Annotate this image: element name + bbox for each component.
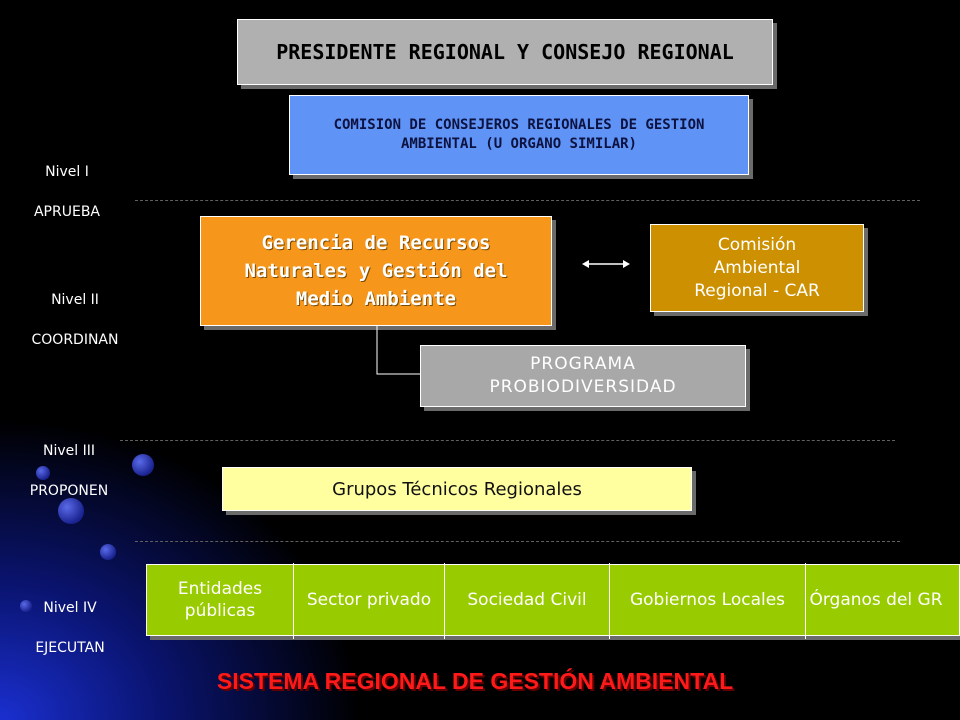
gerencia-label: Gerencia de Recursos Naturales y Gestión… (244, 232, 508, 310)
gerencia-box: Gerencia de Recursos Naturales y Gestión… (200, 216, 552, 326)
executor-separator (805, 563, 806, 639)
level-1-label: Nivel I APRUEBA (12, 142, 122, 242)
level-action: EJECUTAN (35, 640, 105, 656)
level-divider (135, 541, 900, 542)
level-action: APRUEBA (33, 204, 101, 220)
connector-line (376, 326, 425, 375)
level-action: PROPONEN (29, 483, 109, 499)
decorative-bubble (36, 466, 50, 480)
executor-separator (293, 563, 294, 639)
presidente-regional-box: PRESIDENTE REGIONAL Y CONSEJO REGIONAL (237, 19, 773, 85)
level-name: Nivel II (51, 292, 99, 308)
comision-ambiental-label: Comisión Ambiental Regional - CAR (694, 234, 820, 301)
footer-title: SISTEMA REGIONAL DE GESTIÓN AMBIENTAL (216, 668, 734, 694)
level-name: Nivel I (45, 164, 89, 180)
executor-item: Gobiernos Locales (629, 590, 786, 610)
comision-ambiental-box: Comisión Ambiental Regional - CAR (650, 224, 864, 312)
level-divider (135, 200, 920, 201)
programa-box: PROGRAMA PROBIODIVERSIDAD (420, 345, 746, 407)
executor-item: Órganos del GR (809, 590, 943, 610)
comision-consejeros-label: COMISION DE CONSEJEROS REGIONALES DE GES… (333, 117, 705, 152)
double-arrow-icon (582, 260, 630, 268)
grupos-tecnicos-label: Grupos Técnicos Regionales (332, 478, 582, 500)
grupos-tecnicos-box: Grupos Técnicos Regionales (222, 467, 692, 511)
executor-separator (444, 563, 445, 639)
decorative-bubble (132, 454, 154, 476)
executor-item: Sociedad Civil (467, 590, 587, 610)
executor-item: Sector privado (306, 590, 432, 610)
level-2-label: Nivel II COORDINAN (20, 270, 130, 370)
executors-bar: Entidades públicas Sector privado Socied… (146, 563, 960, 639)
decorative-bubble (20, 600, 32, 612)
presidente-regional-label: PRESIDENTE REGIONAL Y CONSEJO REGIONAL (276, 40, 734, 64)
level-3-label: Nivel III PROPONEN (14, 421, 124, 521)
level-divider (120, 440, 895, 441)
decorative-bubble (58, 498, 84, 524)
comision-consejeros-box: COMISION DE CONSEJEROS REGIONALES DE GES… (289, 95, 749, 175)
level-action: COORDINAN (31, 332, 119, 348)
executor-separator (609, 563, 610, 639)
level-4-label: Nivel IV EJECUTAN (15, 578, 125, 678)
programa-label: PROGRAMA PROBIODIVERSIDAD (489, 354, 677, 397)
level-name: Nivel IV (43, 600, 97, 616)
decorative-bubble (100, 544, 116, 560)
level-name: Nivel III (43, 443, 95, 459)
executor-item: Entidades públicas (177, 579, 263, 621)
